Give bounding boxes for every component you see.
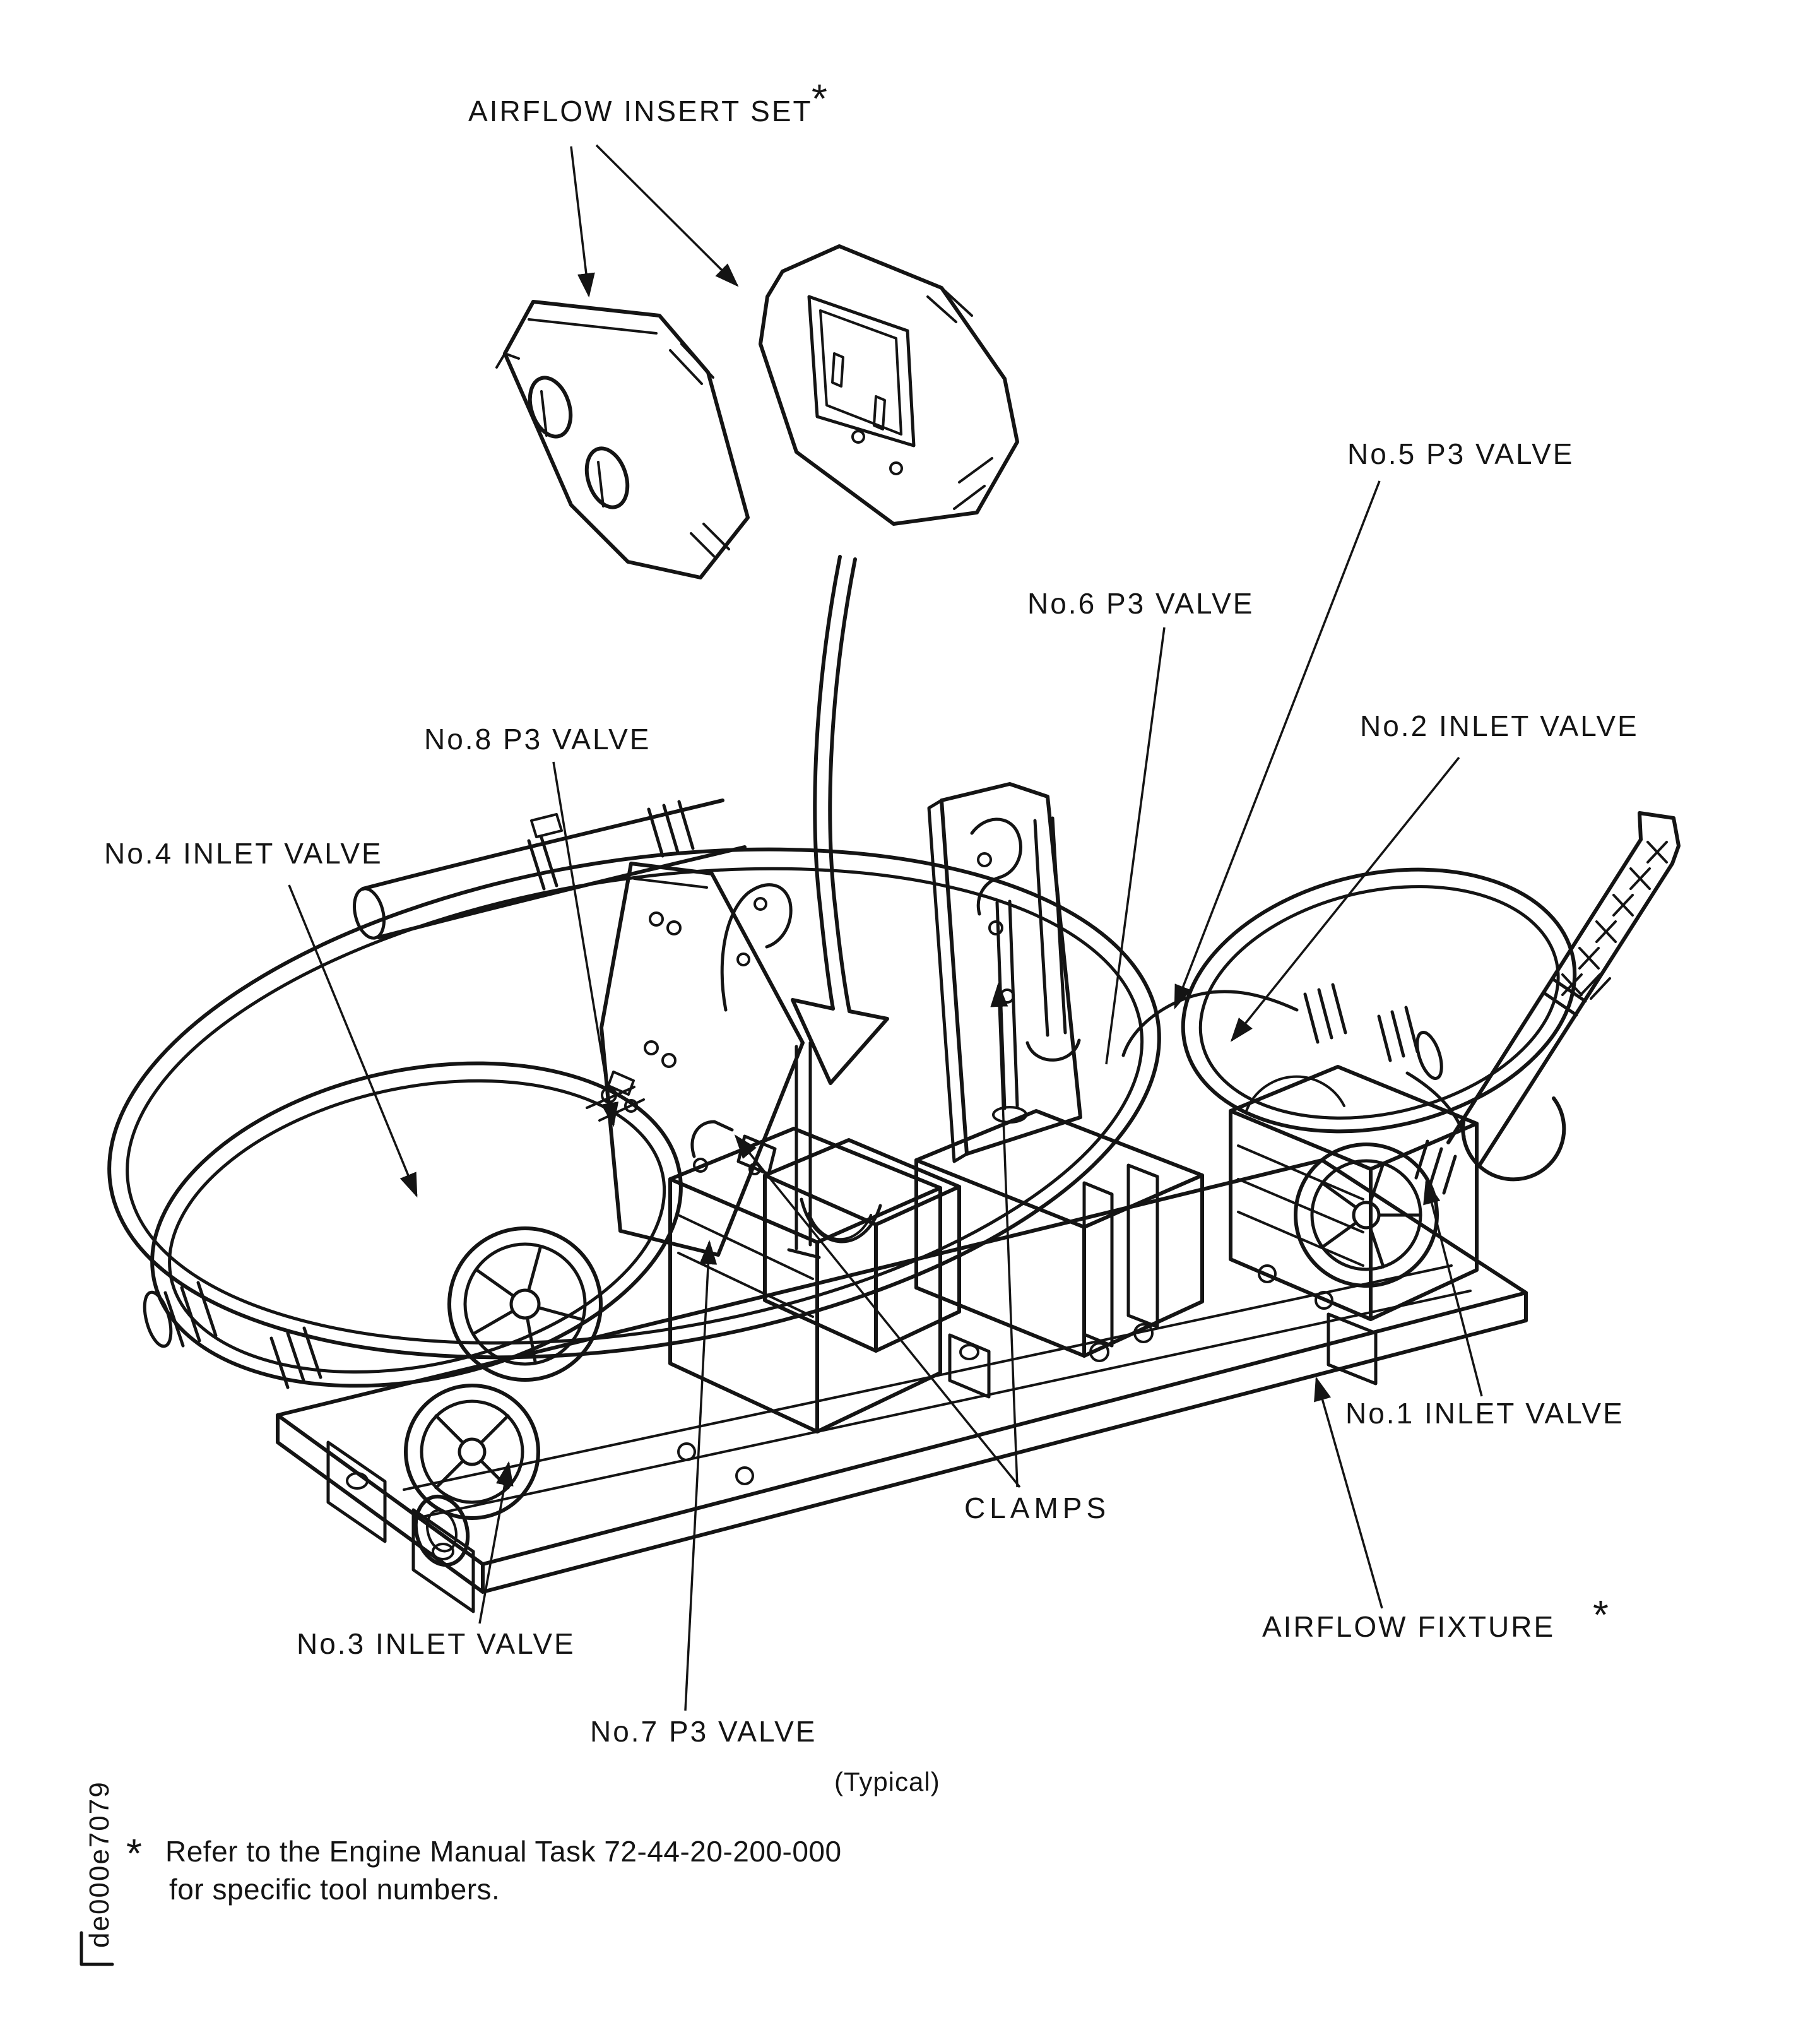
asterisk-footnote: * (126, 1831, 142, 1876)
label-no2-inlet-valve: No.2 INLET VALVE (1360, 709, 1639, 742)
upright-plate-middle (927, 782, 1082, 1163)
label-airflow-fixture: AIRFLOW FIXTURE (1262, 1610, 1555, 1643)
label-no5-p3-valve: No.5 P3 VALVE (1347, 437, 1574, 470)
leader-clamps-diagonal (734, 1134, 1021, 1488)
riser-middle (914, 1109, 1204, 1362)
base-plate (276, 1158, 1528, 1594)
corner-bracket (80, 1931, 114, 1966)
asterisk-airflow-fixture: * (1593, 1592, 1609, 1637)
leader-no4 (288, 884, 418, 1198)
flex-hose-handle (1405, 811, 1681, 1195)
label-airflow-insert-set: AIRFLOW INSERT SET (468, 95, 813, 128)
leader-no1 (1423, 1179, 1483, 1397)
leader-no8 (552, 761, 619, 1127)
label-no6-p3-valve: No.6 P3 VALVE (1027, 587, 1254, 620)
transfer-arrow (791, 555, 889, 1085)
insert-block-right (759, 244, 1019, 526)
leader-no3 (478, 1461, 514, 1624)
valve-block-right (1229, 1065, 1479, 1321)
label-no8-p3-valve: No.8 P3 VALVE (424, 723, 651, 756)
leader-fixture (1314, 1376, 1383, 1609)
leader-clamps-vertical (990, 982, 1019, 1488)
inlet-valve-wheel-right (1294, 1143, 1439, 1288)
label-no4-inlet-valve: No.4 INLET VALVE (104, 837, 383, 870)
footnote-line2: for specific tool numbers. (169, 1873, 500, 1906)
label-no7-p3-valve: No.7 P3 VALVE (590, 1715, 817, 1748)
leader-lines (288, 144, 1483, 1711)
doc-code-text: de000e7079 (84, 1781, 115, 1948)
saddle-block-middle (763, 1138, 961, 1353)
inlet-valve-wheel-b (404, 1384, 540, 1567)
supply-tube (353, 798, 747, 940)
label-no1-inlet-valve: No.1 INLET VALVE (1345, 1397, 1624, 1430)
leader-no6 (1105, 627, 1166, 1065)
leader-insert-right (595, 144, 739, 287)
insert-block-left (495, 300, 750, 579)
upright-plate-left (600, 862, 821, 1259)
label-clamps: CLAMPS (964, 1492, 1110, 1524)
leader-no5 (1174, 480, 1381, 1010)
inlet-valve-wheel-a (447, 1226, 603, 1382)
labels: AIRFLOW INSERT SET * No.5 P3 VALVE No.6 … (104, 76, 1639, 1796)
hose-loop-right (1121, 867, 1577, 1182)
mounting-feet (326, 1312, 1378, 1613)
leader-no2 (1230, 756, 1460, 1042)
footnote-line1: Refer to the Engine Manual Task 72-44-20… (165, 1835, 842, 1868)
leader-no7 (684, 1240, 718, 1711)
document-code: de000e7079 (80, 1781, 115, 1966)
asterisk-insert-set: * (812, 76, 827, 121)
airflow-fixture-drawing (107, 782, 1681, 1613)
label-no3-inlet-valve: No.3 INLET VALVE (297, 1627, 576, 1660)
label-typical: (Typical) (834, 1767, 940, 1796)
footnote: * Refer to the Engine Manual Task 72-44-… (126, 1831, 842, 1906)
leader-insert-left (570, 146, 595, 298)
airflow-insert-set-drawing (495, 244, 1019, 579)
